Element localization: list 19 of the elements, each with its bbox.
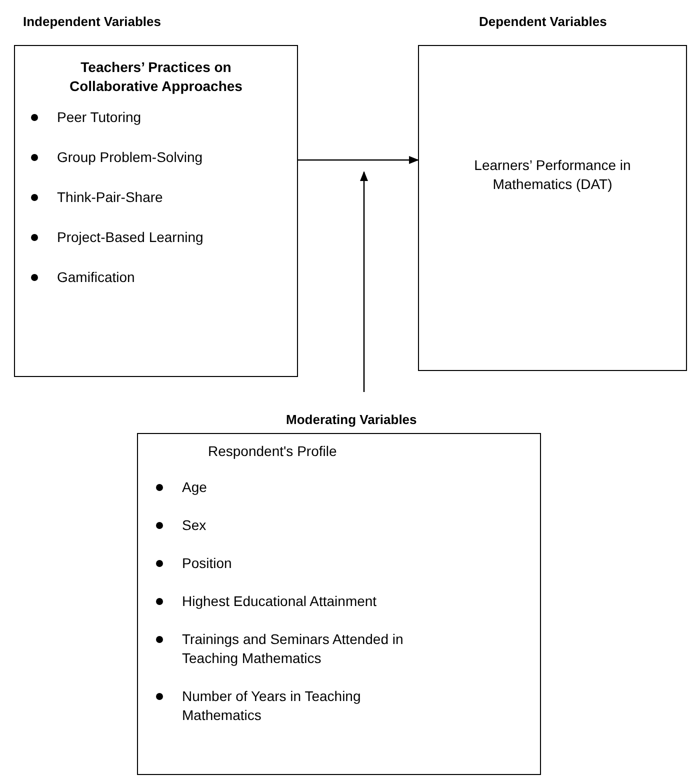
box-text: Learners’ Performance in Mathematics (DAT) [473, 156, 632, 194]
list-item: Trainings and Seminars Attended in Teaching Mathematics [182, 630, 404, 668]
arrow [298, 156, 419, 164]
list-item: Position [182, 554, 233, 573]
section-heading: Independent Variables [23, 13, 161, 31]
list-item: Age [182, 478, 208, 497]
list-item: Highest Educational Attainment [182, 592, 378, 611]
section-heading: Moderating Variables [286, 411, 417, 429]
box-heading: Respondent's Profile [207, 442, 338, 461]
list-item: Sex [182, 516, 208, 535]
section-heading: Dependent Variables [479, 13, 607, 31]
box-heading: Teachers’ Practices on Collaborative Approaches [68, 58, 244, 96]
list-item: Group Problem-Solving [57, 148, 203, 167]
list-item: Number of Years in Teaching Mathematics [182, 687, 362, 725]
list-item: Think-Pair-Share [57, 188, 163, 207]
arrow [360, 171, 368, 392]
list-item: Peer Tutoring [57, 108, 142, 127]
list-item: Gamification [57, 268, 135, 287]
list-item: Project-Based Learning [57, 228, 204, 247]
